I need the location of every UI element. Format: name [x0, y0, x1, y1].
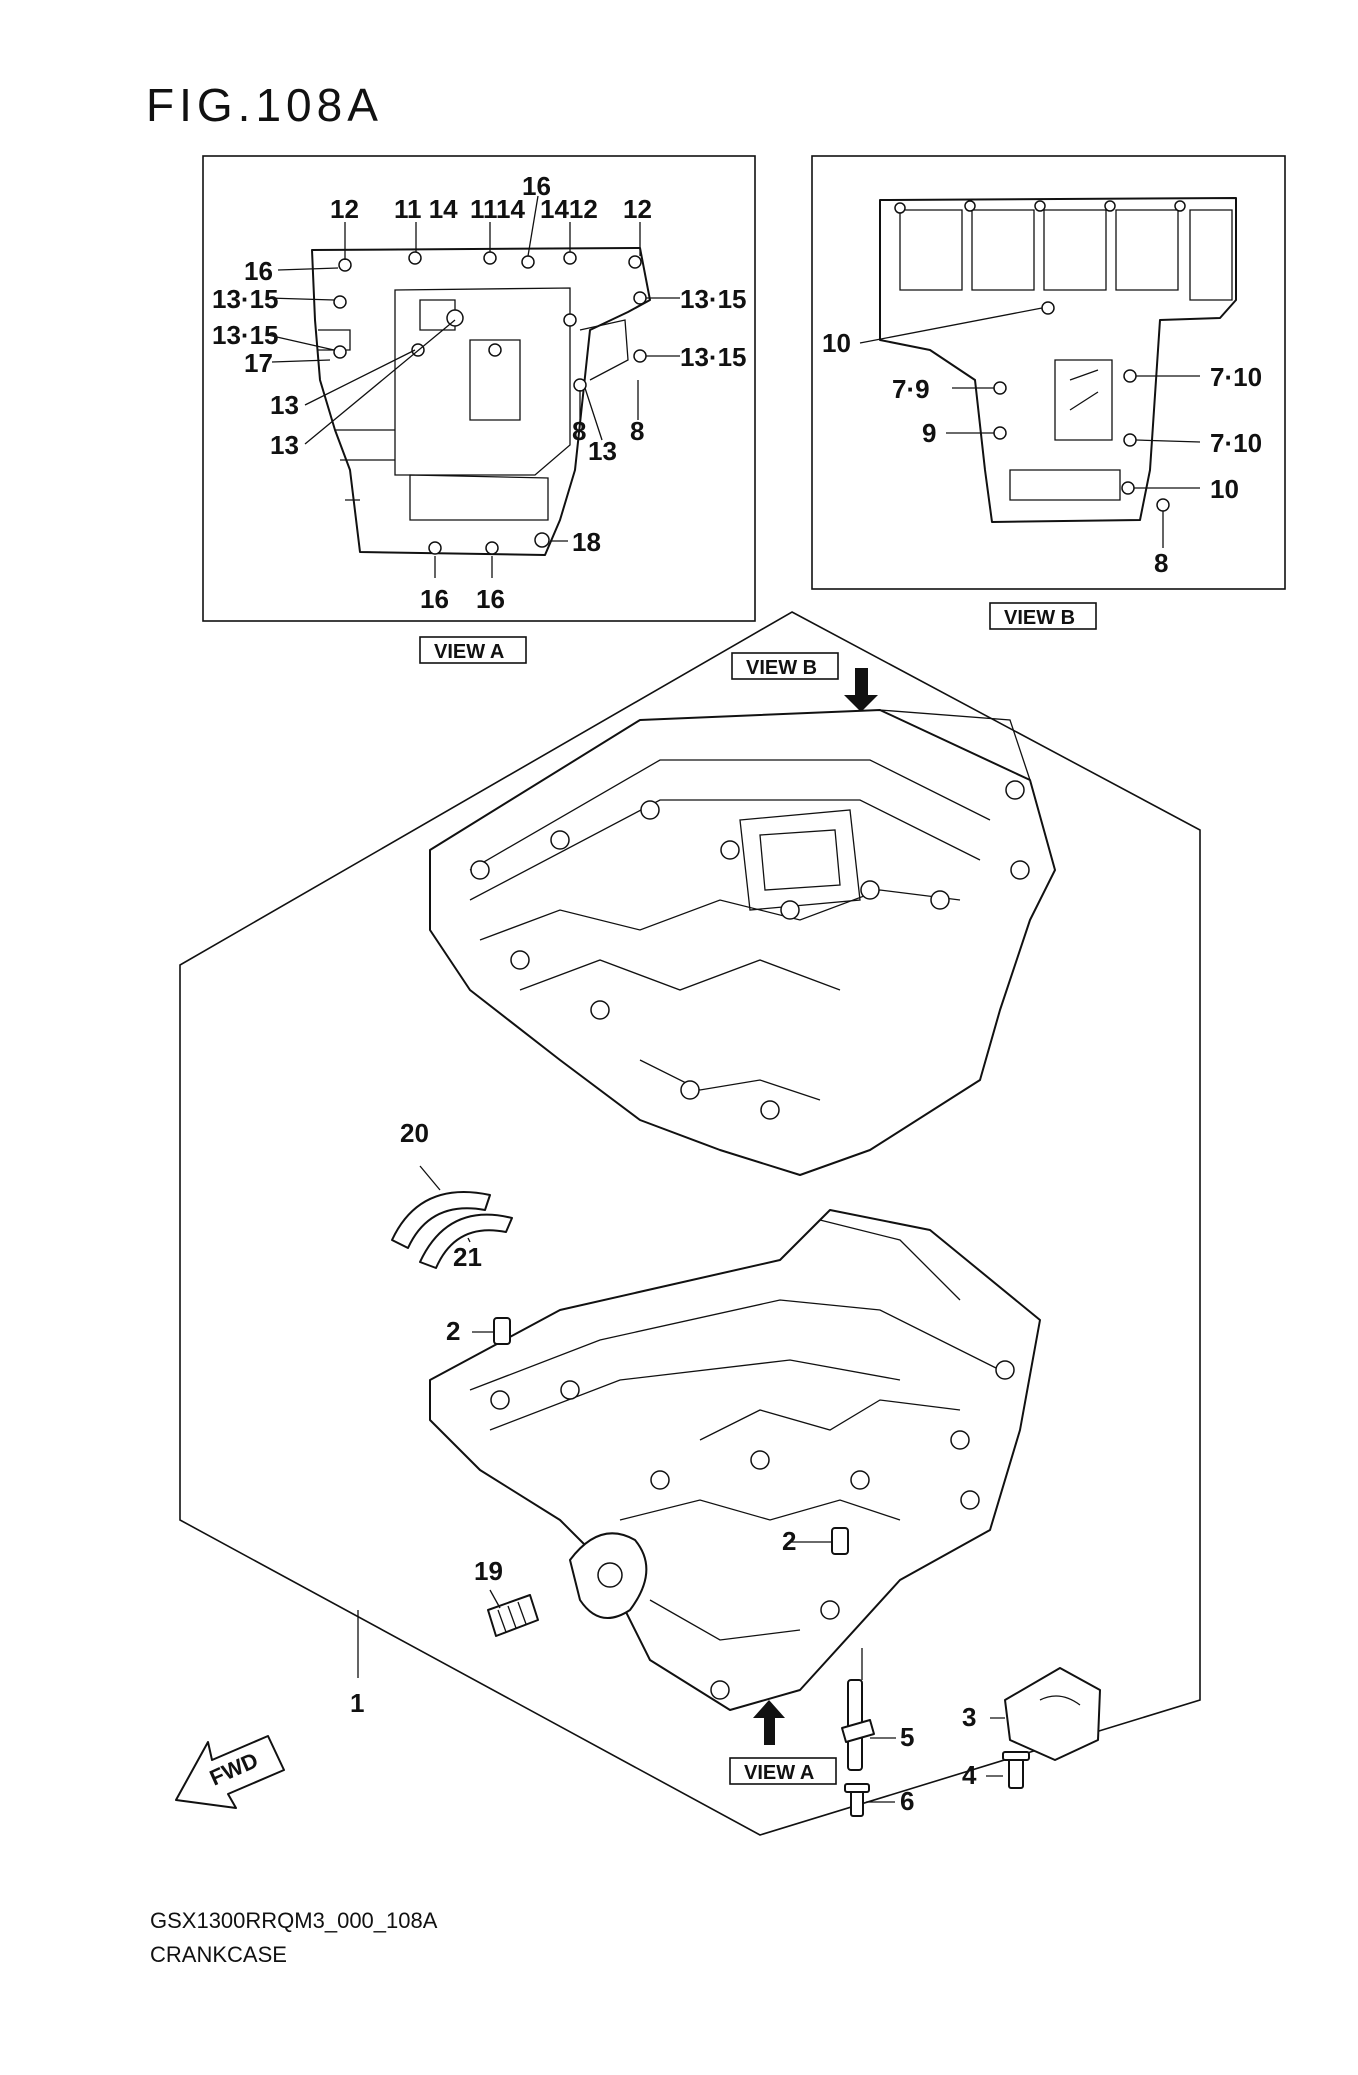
- callout-9: 9: [922, 418, 936, 448]
- callout-7-9: 7·9: [892, 374, 930, 404]
- callout-13-left-2: 13: [270, 430, 299, 460]
- callout-2-b: 2: [782, 1526, 796, 1556]
- callout-2-a: 2: [446, 1316, 460, 1346]
- callout-7-10-a: 7·10: [1210, 362, 1262, 392]
- part-3-cover: [1004, 1667, 1101, 1761]
- view-b-callout-labels: 10 7·9 9 7·10 7·10 10 8: [822, 328, 1262, 578]
- callout-13-15-left-1: 13·15: [212, 284, 279, 314]
- dowel-pins: [493, 1317, 849, 1555]
- view-b-frame: [811, 155, 1286, 590]
- callout-13-left-1: 13: [270, 390, 299, 420]
- view-b-tag: VIEW B: [989, 602, 1097, 630]
- callout-16-bottom-2: 16: [476, 584, 505, 614]
- figure-title: FIG.108A: [146, 79, 383, 131]
- callout-7-10-b: 7·10: [1210, 428, 1262, 458]
- callout-8-view-b: 8: [1154, 548, 1168, 578]
- callout-20: 20: [400, 1118, 429, 1148]
- callout-12-b: 12: [623, 194, 652, 224]
- main-leader-lines: [357, 1331, 1005, 1803]
- callout-6: 6: [900, 1786, 914, 1816]
- view-b-leader-lines: [859, 307, 1201, 548]
- assembly-boundary: [179, 611, 1201, 1836]
- view-a-label: VIEW A: [434, 641, 504, 663]
- callout-21: 21: [453, 1242, 482, 1272]
- view-b-arrow-icon: [844, 668, 878, 712]
- callout-17: 17: [244, 348, 273, 378]
- view-a-arrow-label: VIEW A: [744, 1762, 814, 1784]
- view-b-arrow-label: VIEW B: [746, 657, 817, 679]
- upper-crankcase: [429, 709, 1056, 1176]
- lower-crankcase: [429, 1209, 1041, 1711]
- callout-5: 5: [900, 1722, 914, 1752]
- part-4-bolt: [1002, 1751, 1030, 1789]
- callout-16-left: 16: [244, 256, 273, 286]
- callout-13-15-right-2: 13·15: [680, 342, 747, 372]
- diagram-name: CRANKCASE: [150, 1942, 287, 1967]
- crank-bearing-shells: [391, 1165, 513, 1269]
- callout-10: 10: [822, 328, 851, 358]
- fwd-arrow: FWD: [175, 1735, 285, 1809]
- view-b-label: VIEW B: [1004, 607, 1075, 629]
- main-callout-labels: 20 21 2 2 19 1 3 4 5 6: [350, 1118, 977, 1816]
- view-b-inset: 10 7·9 9 7·10 7·10 10 8: [811, 155, 1286, 590]
- callout-1: 1: [350, 1688, 364, 1718]
- callout-11-14-b: 1114: [470, 194, 526, 224]
- callout-8-a: 8: [572, 416, 586, 446]
- view-a-tag: VIEW A: [419, 636, 527, 664]
- callout-13-15-right-1: 13·15: [680, 284, 747, 314]
- view-a-frame: [202, 155, 756, 622]
- view-a-leader-lines: [267, 195, 680, 578]
- callout-13-15-left-2: 13·15: [212, 320, 279, 350]
- view-a-arrow-icon: [753, 1700, 785, 1745]
- oil-jet-19: [487, 1594, 539, 1637]
- view-a-inset: 16 12 11 14 1114 1412 12 16 13·15 13·15 …: [202, 155, 756, 622]
- callout-16: 16: [522, 171, 551, 201]
- view-a-callout-labels: 16 12 11 14 1114 1412 12 16 13·15 13·15 …: [212, 171, 747, 614]
- callout-8-b: 8: [630, 416, 644, 446]
- callout-10-b: 10: [1210, 474, 1239, 504]
- view-b-arrow-tag: VIEW B: [731, 652, 878, 712]
- view-a-arrow-tag: VIEW A: [729, 1700, 837, 1785]
- callout-4: 4: [962, 1760, 977, 1790]
- callout-18: 18: [572, 527, 601, 557]
- callout-12: 12: [330, 194, 359, 224]
- part-6-bolt: [844, 1783, 870, 1817]
- part-5-pipe: [841, 1679, 875, 1771]
- callout-3: 3: [962, 1702, 976, 1732]
- callout-11-14: 11 14: [394, 194, 458, 224]
- diagram-code: GSX1300RRQM3_000_108A: [150, 1908, 438, 1933]
- callout-13-mid: 13: [588, 436, 617, 466]
- callout-16-bottom-1: 16: [420, 584, 449, 614]
- callout-19: 19: [474, 1556, 503, 1586]
- view-b-crankcase-outline: [879, 197, 1237, 523]
- view-a-crankcase-outline: [311, 247, 651, 556]
- callout-14-12: 1412: [540, 194, 598, 224]
